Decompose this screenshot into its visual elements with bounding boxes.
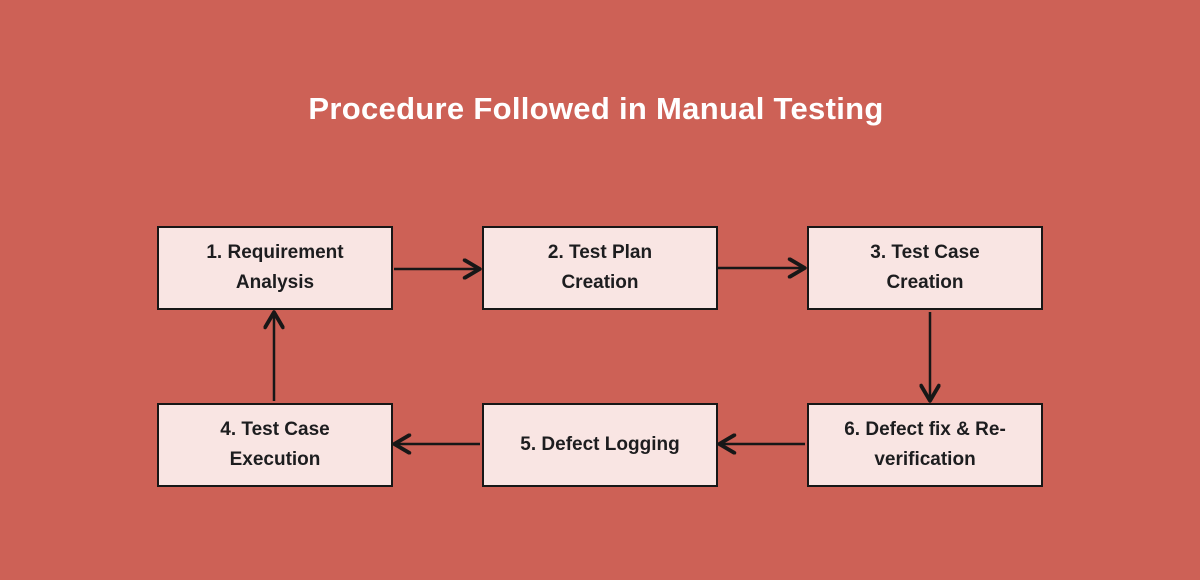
- node-label-line: Analysis: [235, 272, 315, 293]
- node-label-line: 1. Requirement: [206, 242, 344, 263]
- node-label-line: 4. Test Case: [220, 419, 330, 440]
- node-label-line: 6. Defect fix & Re-: [844, 419, 1006, 440]
- flow-node-defect-logging: 5. Defect Logging: [482, 403, 718, 487]
- flow-node-requirement-analysis: 1. Requirement Analysis: [157, 226, 393, 310]
- flow-node-test-plan-creation: 2. Test Plan Creation: [482, 226, 718, 310]
- node-label-line: Execution: [229, 449, 321, 470]
- node-label-line: verification: [874, 449, 976, 470]
- node-label-line: Creation: [561, 272, 639, 293]
- flow-node-defect-fix-reverification: 6. Defect fix & Re- verification: [807, 403, 1043, 487]
- node-label-line: Creation: [886, 272, 964, 293]
- node-label-line: 2. Test Plan: [547, 242, 653, 263]
- flow-node-test-case-execution: 4. Test Case Execution: [157, 403, 393, 487]
- node-label-line: 3. Test Case: [870, 242, 980, 263]
- node-label-line: 5. Defect Logging: [520, 434, 680, 455]
- flow-node-test-case-creation: 3. Test Case Creation: [807, 226, 1043, 310]
- diagram-title: Procedure Followed in Manual Testing: [308, 91, 884, 126]
